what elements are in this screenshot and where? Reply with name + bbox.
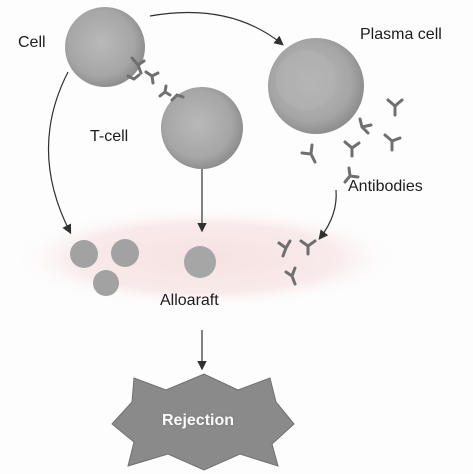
cell-shape	[65, 7, 160, 87]
label-rejection: Rejection	[162, 412, 235, 429]
label-cell: Cell	[18, 34, 46, 51]
arrow-cell-to-graft	[47, 71, 72, 235]
t-cell-shape	[158, 84, 243, 169]
rejection-starburst	[111, 373, 295, 471]
plasma-cell-shape	[268, 38, 364, 134]
label-t-cell: T-cell	[90, 128, 129, 145]
antibody-group-free	[300, 98, 404, 184]
arrow-antibodies-to-graft	[318, 189, 337, 240]
label-allograft: Alloaraft	[160, 292, 219, 309]
antibody-group-graft	[277, 239, 317, 286]
label-plasma-cell: Plasma cell	[360, 26, 442, 43]
label-antibodies: Antibodies	[348, 178, 423, 195]
graft-cells	[70, 239, 216, 296]
arrow-cell-to-plasma	[149, 11, 284, 46]
